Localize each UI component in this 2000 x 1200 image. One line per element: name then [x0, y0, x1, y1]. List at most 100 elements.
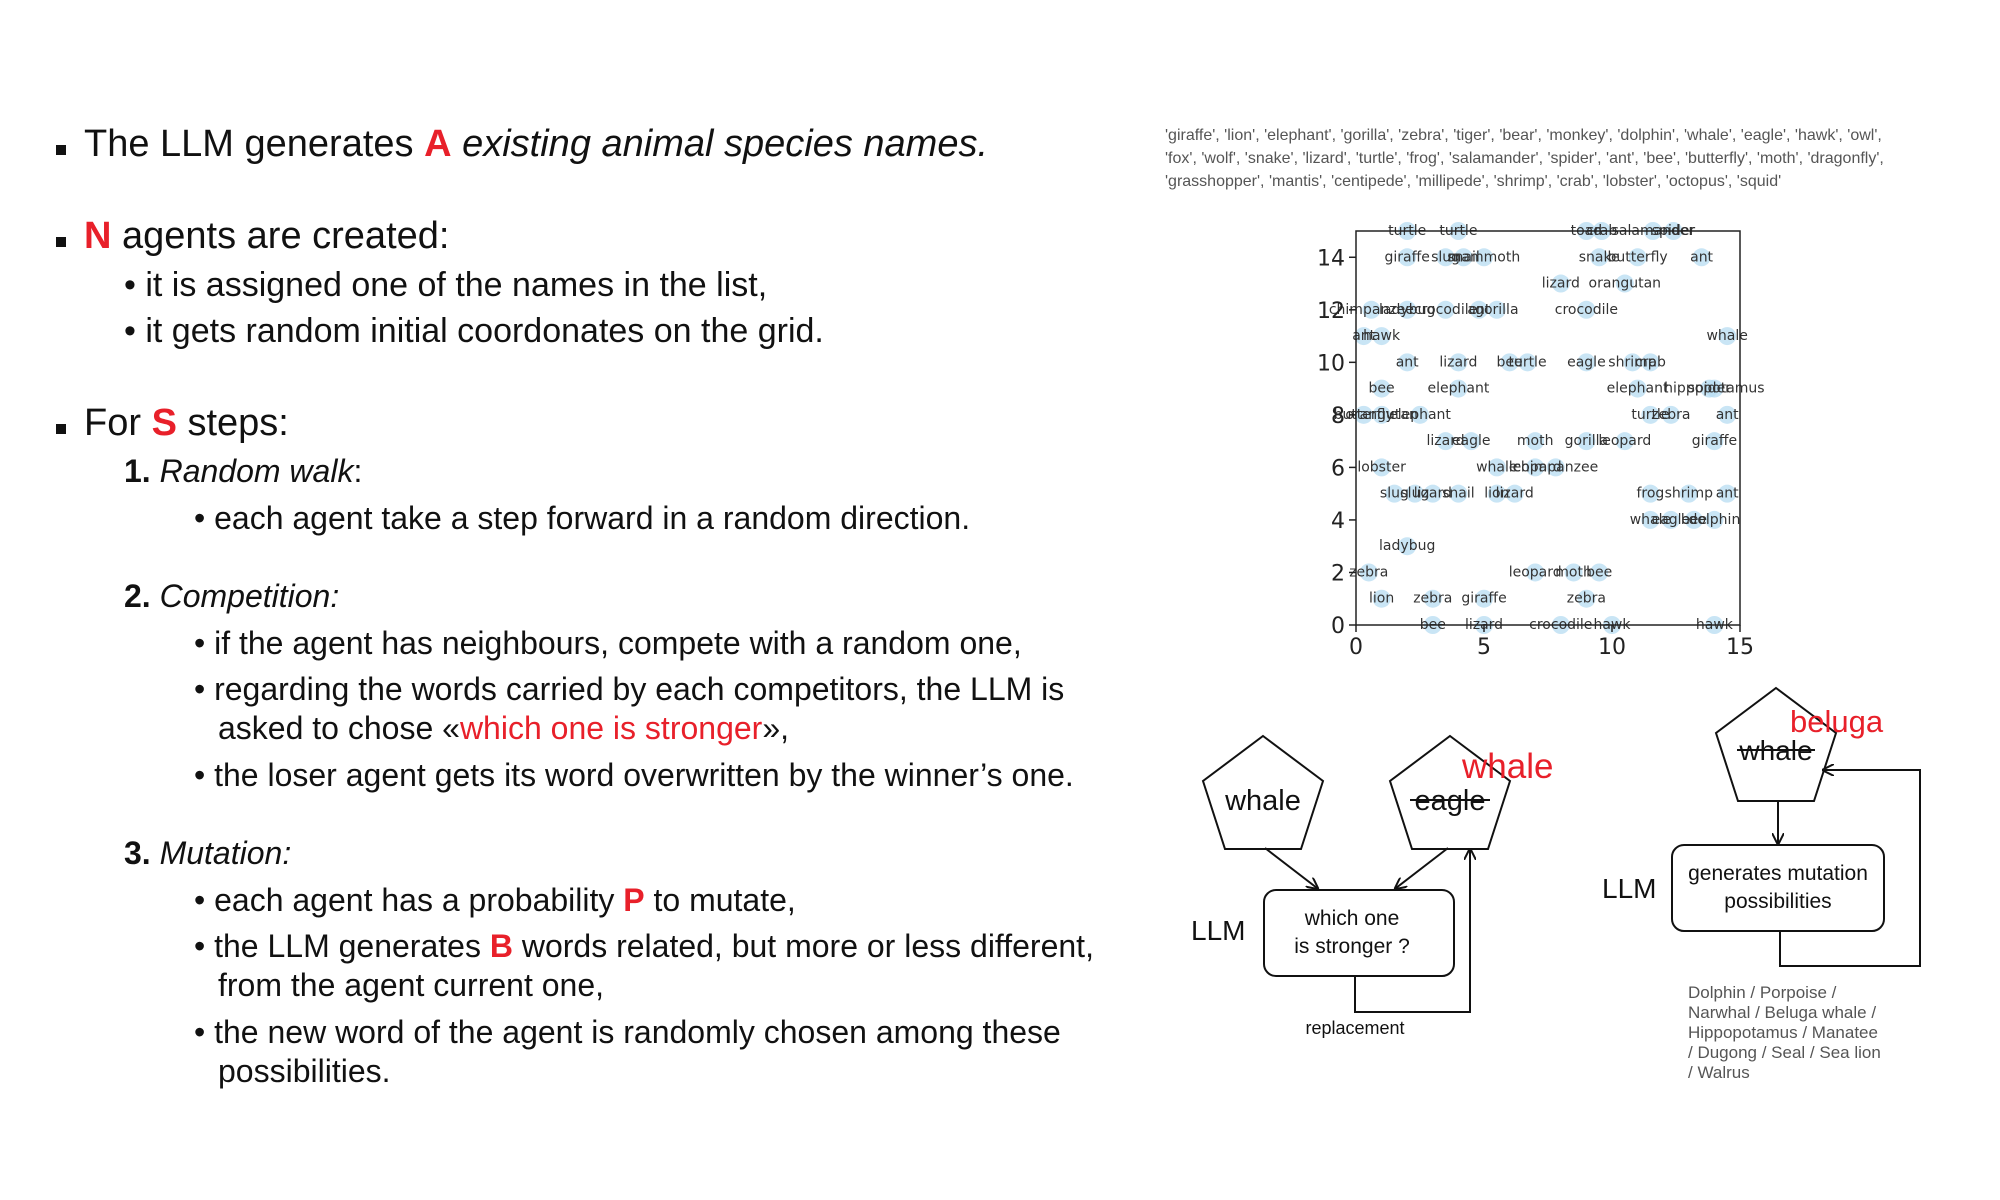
agent-label: zebra	[1567, 591, 1606, 607]
param-p: P	[623, 882, 645, 918]
mutation-text-2b: words related, but more or less differen…	[512, 928, 1094, 964]
step-competition-item-1: • if the agent has neighbours, compete w…	[194, 625, 1022, 661]
agent-label: crocodile	[1414, 302, 1477, 318]
y-tick-label: 4	[1331, 509, 1345, 534]
species-list-line: 'giraffe', 'lion', 'elephant', 'gorilla'…	[1165, 127, 1882, 144]
param-a: A	[424, 123, 452, 165]
agent-point	[1641, 405, 1660, 424]
rule-1-italic: existing animal species names.	[462, 123, 989, 165]
step-competition-item-3: • the loser agent gets its word overwrit…	[194, 757, 1074, 793]
species-list-line: 'fox', 'wolf', 'snake', 'lizard', 'turtl…	[1165, 150, 1884, 167]
agent-point	[1505, 484, 1524, 503]
agent-label: giraffe	[1385, 249, 1430, 265]
mutation-text-2c: from the agent current one,	[218, 967, 604, 1003]
step-number: 1.	[124, 453, 151, 489]
agent-point	[1661, 405, 1680, 424]
mutated-word: beluga	[1790, 704, 1884, 739]
agent-point	[1641, 510, 1660, 529]
agent-point	[1475, 248, 1493, 267]
agent-label: snail	[1442, 486, 1475, 502]
mutation-box-line2: possibilities	[1724, 890, 1831, 913]
agent-point	[1359, 563, 1378, 582]
mutation-text-3b: possibilities.	[218, 1053, 391, 1089]
rule-1: The LLM generates A existing animal spec…	[84, 124, 988, 164]
agent-label: giraffe	[1692, 433, 1737, 449]
agent-label: hawk	[1363, 328, 1401, 344]
agent-point	[1623, 353, 1642, 372]
step-mutation: 3. Mutation:	[124, 835, 291, 871]
agent-point	[1718, 484, 1737, 503]
agent-point	[1372, 458, 1391, 477]
replacement-arrow	[1354, 850, 1470, 1013]
square-bullet-icon	[56, 424, 66, 434]
agent-label: bee	[1497, 354, 1523, 370]
agent-label: zebra	[1651, 407, 1690, 423]
agent-point	[1700, 379, 1719, 398]
mutation-text-1: each agent has a probability	[214, 882, 624, 918]
agent-label: zebra	[1413, 591, 1452, 607]
agent-label: bee	[1681, 512, 1707, 528]
agent-label: crab	[1635, 354, 1666, 370]
agent-label: butterfly	[1334, 407, 1394, 423]
agent-label: zebra	[1349, 564, 1388, 580]
agent-label: snail	[1447, 249, 1480, 265]
param-b: B	[489, 928, 513, 964]
agent-label: frog	[1636, 486, 1664, 502]
competition-text-3: the loser agent gets its word overwritte…	[214, 757, 1074, 793]
agent-point	[1398, 248, 1417, 267]
rule-3-text: For	[84, 402, 152, 444]
agent-label: lizard	[1414, 486, 1452, 502]
agent-point	[1546, 458, 1565, 477]
arrow-eagle-to-box	[1396, 847, 1449, 888]
agent-label: slug	[1431, 249, 1460, 265]
step-title: Random walk	[159, 453, 354, 489]
rule-2: N agents are created:	[84, 216, 449, 256]
pentagon-eagle	[1388, 734, 1512, 850]
rule-2-sub-2: • it gets random initial coordonates on …	[124, 312, 824, 350]
agent-point	[1577, 589, 1596, 608]
possibility-line: Hippopotamus / Manatee	[1688, 1023, 1878, 1042]
square-bullet-icon	[56, 145, 66, 155]
pentagon-whale-label: whale	[1224, 785, 1301, 817]
agent-label: moth	[1555, 564, 1592, 580]
agent-label: mammoth	[1448, 249, 1520, 265]
competition-text-2c: »,	[762, 710, 789, 746]
agent-point	[1577, 300, 1596, 319]
possibility-line: / Walrus	[1688, 1063, 1750, 1082]
agent-point	[1372, 379, 1391, 398]
agent-point	[1372, 589, 1391, 608]
y-tick-label: 6	[1331, 456, 1345, 481]
agent-point	[1641, 353, 1660, 372]
arrow-whale-to-box	[1264, 847, 1317, 888]
param-s: S	[151, 402, 177, 444]
y-tick-label: 0	[1331, 614, 1345, 639]
agent-point	[1372, 405, 1391, 424]
mutation-box-line1: generates mutation	[1688, 862, 1868, 885]
agent-label: snake	[1579, 249, 1620, 265]
agent-label: ant	[1716, 486, 1739, 502]
agent-point	[1628, 379, 1647, 398]
step-mutation-item-2: • the LLM generates B words related, but…	[194, 928, 1094, 964]
step-random-walk: 1. Random walk:	[124, 453, 362, 489]
agent-label: whale	[1476, 459, 1517, 475]
agent-label: lion	[1369, 591, 1394, 607]
agent-label: moth	[1517, 433, 1554, 449]
llm-label-left: LLM	[1191, 915, 1245, 946]
agent-label: lizard	[1496, 486, 1534, 502]
agent-label: whale	[1706, 328, 1747, 344]
agent-point	[1436, 248, 1455, 267]
agent-label: eagle	[1452, 433, 1491, 449]
agent-point	[1577, 432, 1596, 451]
bullet-icon: •	[194, 757, 206, 793]
agent-label: turtle	[1631, 407, 1669, 423]
step-competition-item-2-cont: asked to chose «which one is stronger»,	[218, 710, 789, 746]
agent-point	[1692, 248, 1711, 267]
competition-diagram: whale eagle whale which one is stronger …	[1191, 734, 1553, 1038]
agent-point	[1577, 353, 1596, 372]
species-list-line: 'grasshopper', 'mantis', 'centipede', 'm…	[1165, 173, 1782, 190]
llm-label-right: LLM	[1602, 873, 1656, 904]
step-competition: 2. Competition:	[124, 578, 339, 614]
agent-point	[1718, 327, 1737, 346]
